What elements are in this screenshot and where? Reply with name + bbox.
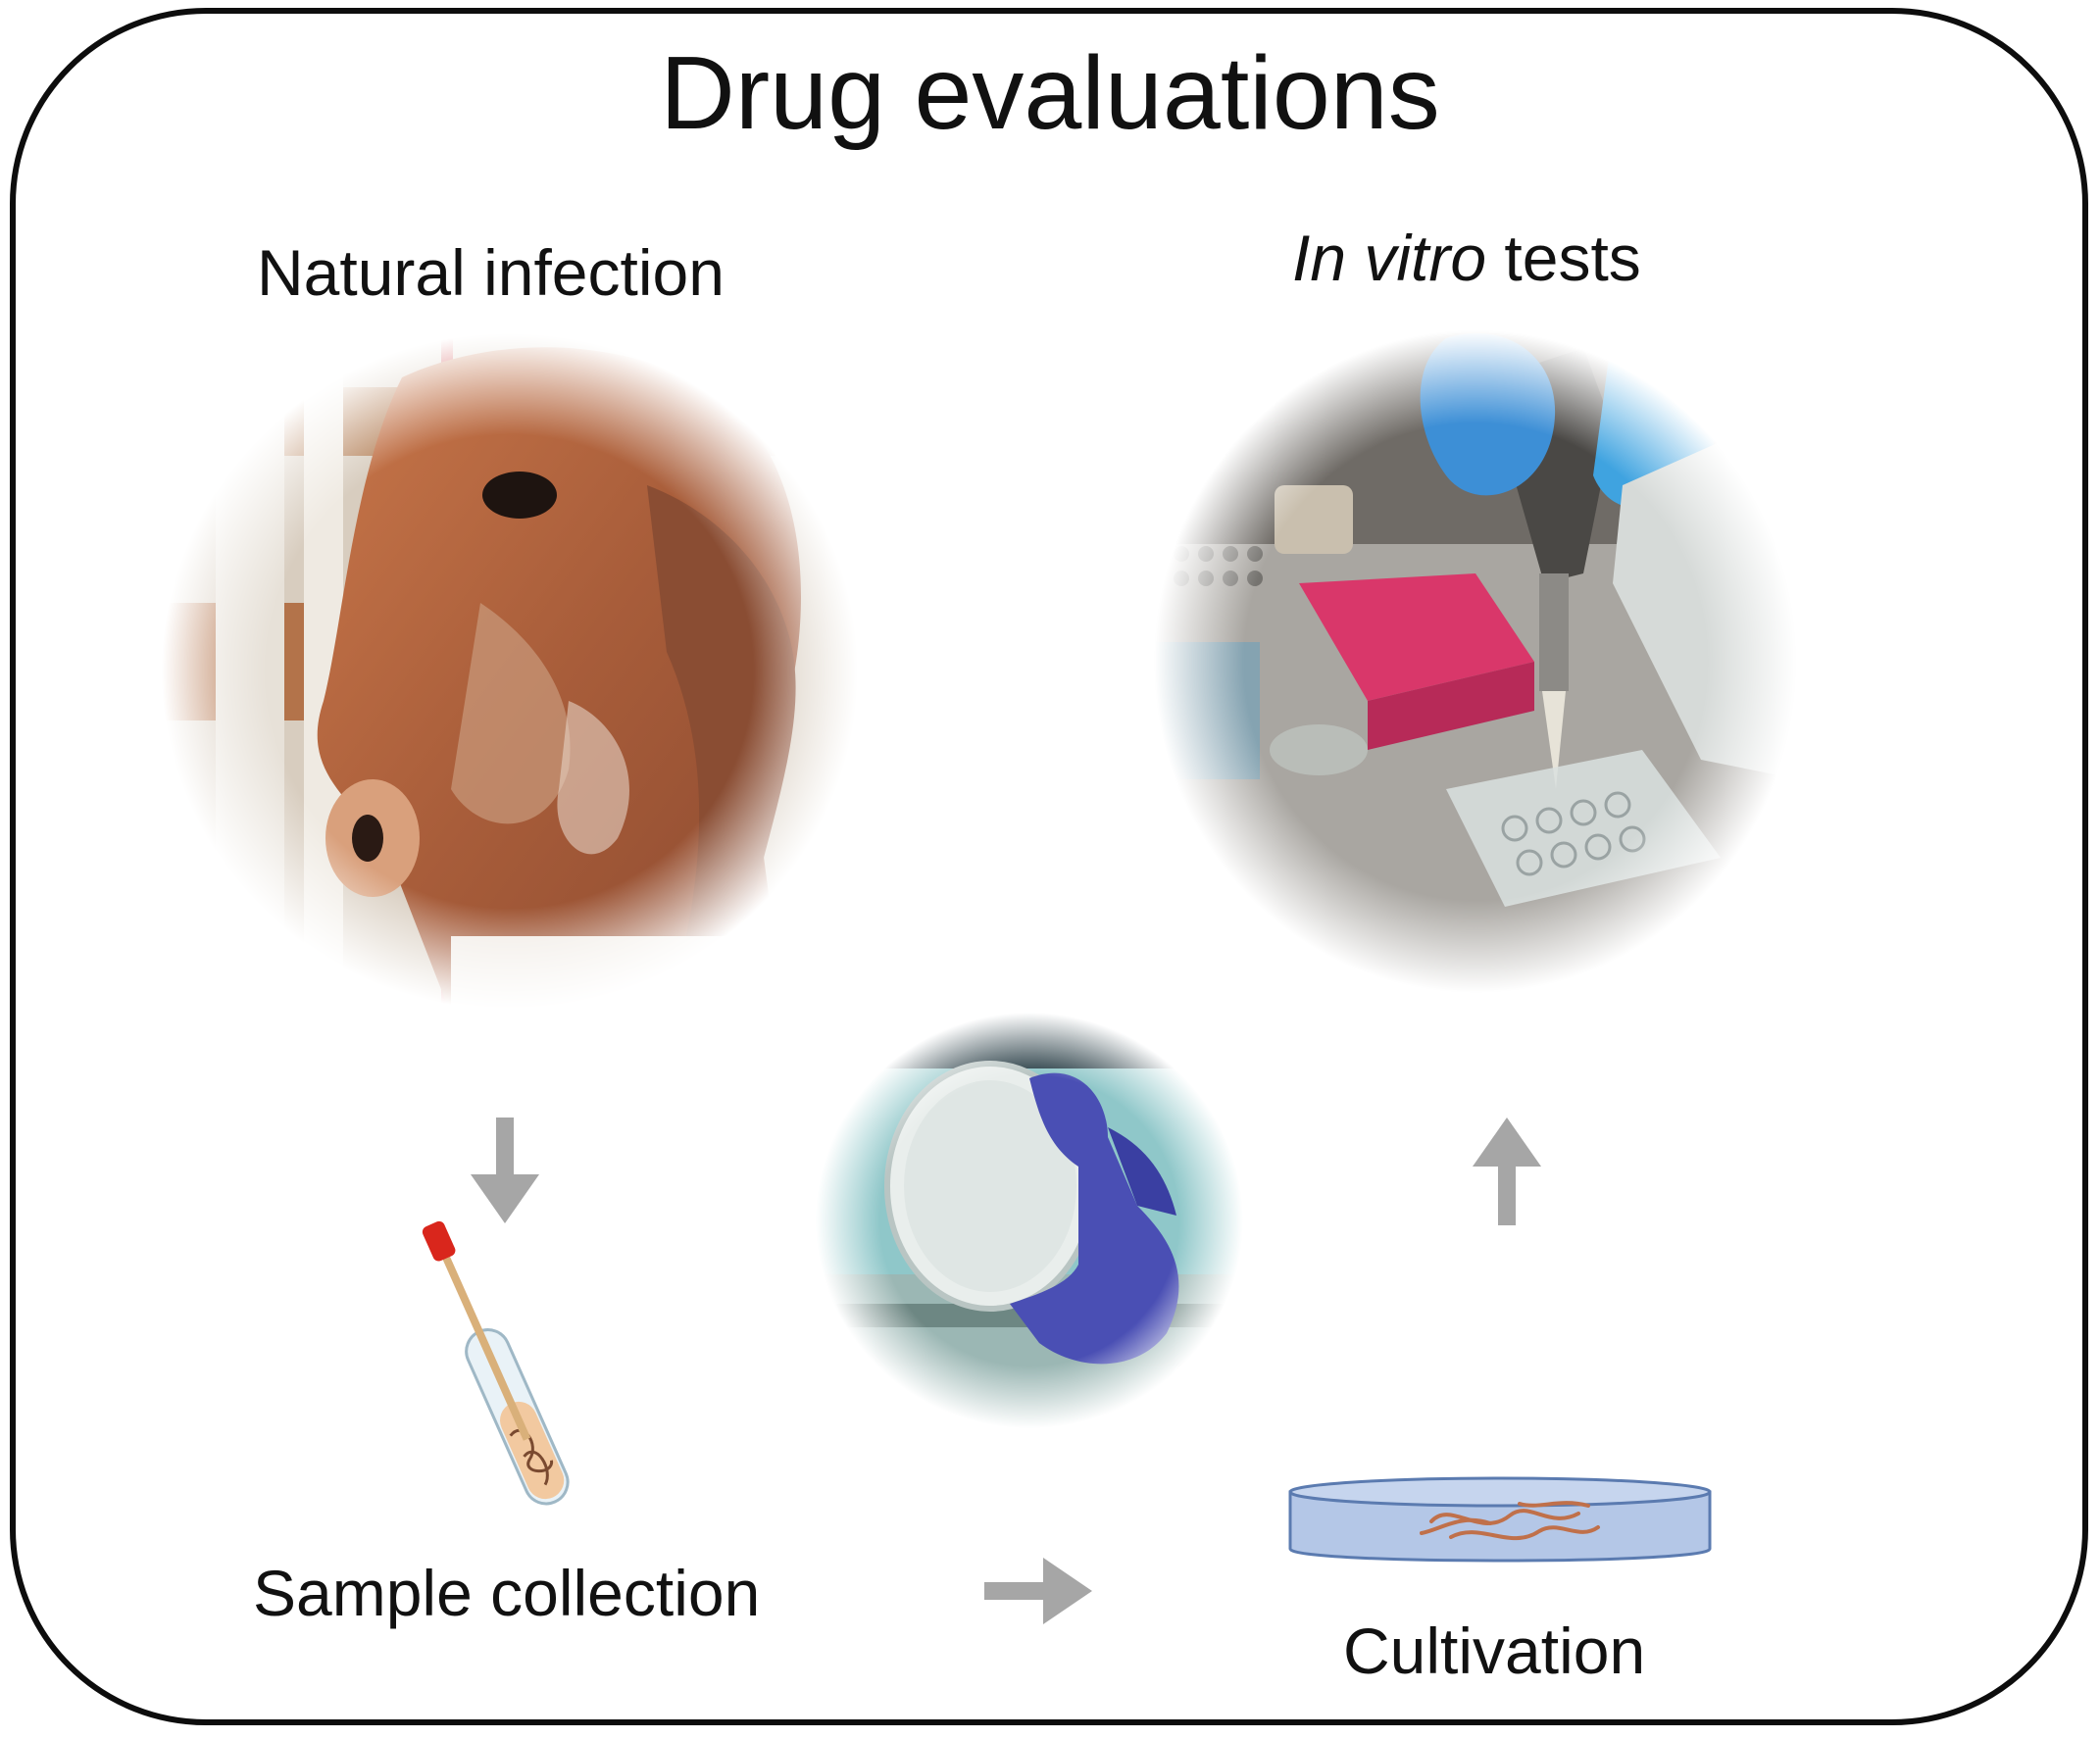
swab-tube-illustration	[422, 1220, 570, 1506]
arrow-down	[471, 1118, 539, 1223]
sample-collection-label: Sample collection	[253, 1557, 761, 1629]
arrow-up	[1473, 1118, 1541, 1225]
goat-photo	[157, 328, 863, 1015]
arrow-right	[984, 1558, 1092, 1624]
in-vitro-rest: tests	[1486, 222, 1641, 294]
lab-pipette-photo	[1152, 328, 1799, 995]
petri-dish-illustration	[1288, 1476, 1712, 1563]
natural-infection-label: Natural infection	[257, 236, 725, 309]
in-vitro-tests-label: In vitro tests	[1292, 219, 1641, 297]
in-vitro-italic: In vitro	[1292, 222, 1487, 294]
cultivation-label: Cultivation	[1343, 1615, 1646, 1687]
petri-dish-hand-photo	[814, 1010, 1245, 1431]
diagram-title: Drug evaluations	[660, 35, 1440, 151]
